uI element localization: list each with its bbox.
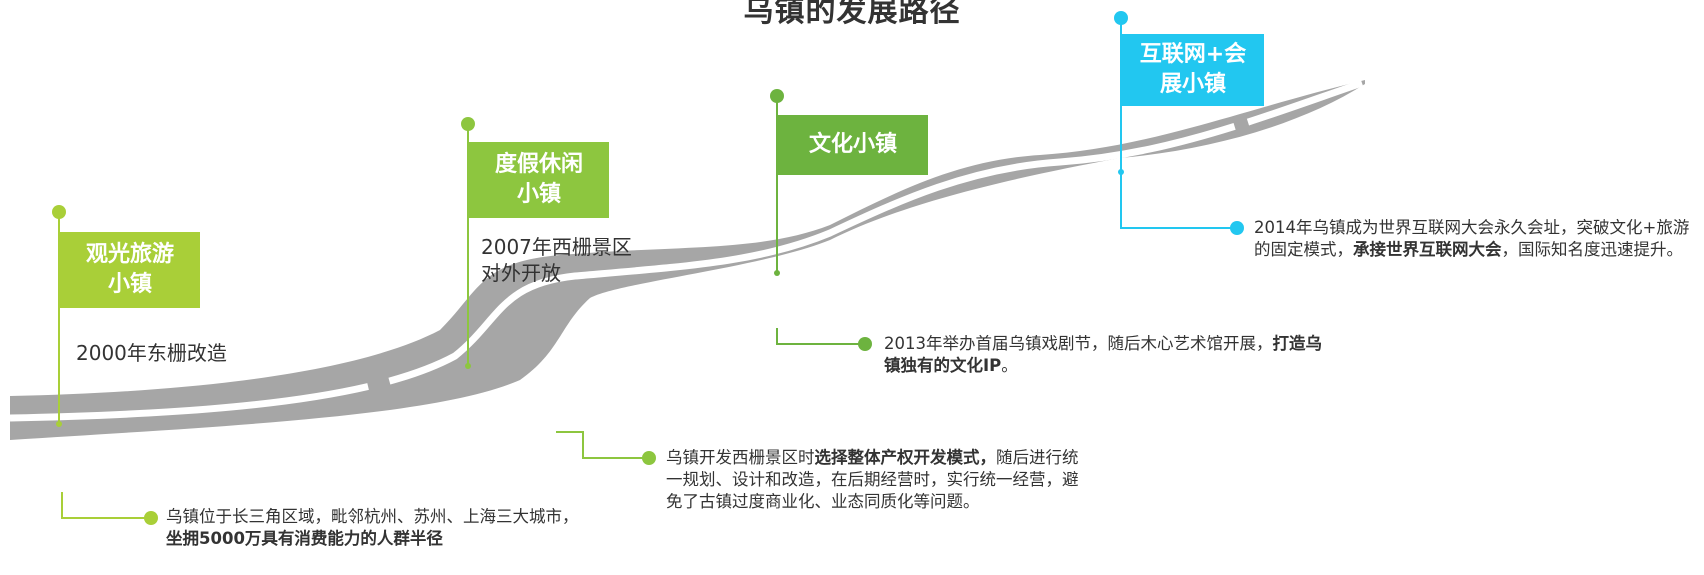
stage-flag-3: 文化小镇	[778, 115, 928, 175]
description-1-bold: 坐拥5000万具有消费能力的人群半径	[166, 529, 443, 548]
connector-1	[61, 492, 148, 519]
description-1: 乌镇位于长三角区域，毗邻杭州、苏州、上海三大城市， 坐拥5000万具有消费能力的人…	[166, 506, 586, 550]
stage-2-label-line1: 度假休闲	[494, 152, 583, 177]
stage-2-note-line2: 对外开放	[481, 261, 561, 285]
connector-3	[776, 328, 862, 345]
description-3: 2013年举办首届乌镇戏剧节，随后木心艺术馆开展，打造乌镇独有的文化IP。	[884, 333, 1324, 377]
stage-2-label-line2: 小镇	[516, 182, 561, 207]
stage-flag-2: 度假休闲 小镇	[469, 142, 609, 218]
stage-1-label-line2: 小镇	[107, 272, 152, 297]
diagram-title: 乌镇的发展路径	[743, 0, 961, 29]
connector-dot-3	[858, 337, 872, 351]
description-4-text-2: ，国际知名度迅速提升。	[1501, 240, 1684, 259]
pole-top-dot-4	[1114, 11, 1128, 25]
connector-dot-2	[642, 451, 656, 465]
description-4: 2014年乌镇成为世界互联网大会永久会址，突破文化+旅游的固定模式，承接世界互联…	[1254, 217, 1698, 261]
connector-dot-4	[1230, 221, 1244, 235]
stage-flag-4: 互联网+会 展小镇	[1122, 34, 1264, 106]
description-2-text: 乌镇开发西栅景区时	[666, 448, 815, 467]
description-2-bold: 选择整体产权开发模式，	[814, 448, 997, 467]
road	[10, 80, 1365, 440]
description-1-text: 乌镇位于长三角区域，毗邻杭州、苏州、上海三大城市，	[166, 507, 579, 526]
description-4-text: 2014年乌镇成为世界互联网大会永久会址，突破文化+旅游的固定模式，	[1254, 218, 1690, 259]
description-3-text: 2013年举办首届乌镇戏剧节，随后木心艺术馆开展，	[884, 334, 1273, 353]
pole-base-dot-1	[56, 421, 62, 427]
connector-2	[556, 431, 646, 459]
connector-4	[1120, 172, 1234, 229]
stage-1-label-line1: 观光旅游	[85, 242, 174, 267]
stage-4-label-line2: 展小镇	[1159, 72, 1226, 97]
description-3-text-2: 。	[1001, 356, 1018, 375]
stage-3-label: 文化小镇	[808, 132, 897, 157]
pole-top-dot-2	[461, 117, 475, 131]
pole-top-dot-3	[770, 89, 784, 103]
stage-flag-1: 观光旅游 小镇	[60, 232, 200, 308]
description-4-bold: 承接世界互联网大会	[1353, 240, 1502, 259]
stage-2-note-line1: 2007年西栅景区	[481, 235, 632, 259]
pole-top-dot-1	[52, 205, 66, 219]
lane-marking	[9, 79, 1364, 422]
pole-base-dot-2	[465, 363, 471, 369]
description-2-text-2: 随后进行统一规划、设计和改造，在后期经营时，实行统一经营，避免了古镇过度商业化、…	[666, 448, 1079, 511]
connector-dot-1	[144, 511, 158, 525]
stage-1-note: 2000年东栅改造	[76, 341, 227, 365]
stage-2-note: 2007年西栅景区 对外开放	[481, 234, 632, 286]
description-3-bold: 打造乌镇独有的文化IP	[884, 334, 1322, 375]
description-2: 乌镇开发西栅景区时选择整体产权开发模式，随后进行统一规划、设计和改造，在后期经营…	[666, 447, 1094, 513]
stage-4-label-line1: 互联网+会	[1139, 42, 1247, 67]
pole-base-dot-3	[774, 270, 780, 276]
